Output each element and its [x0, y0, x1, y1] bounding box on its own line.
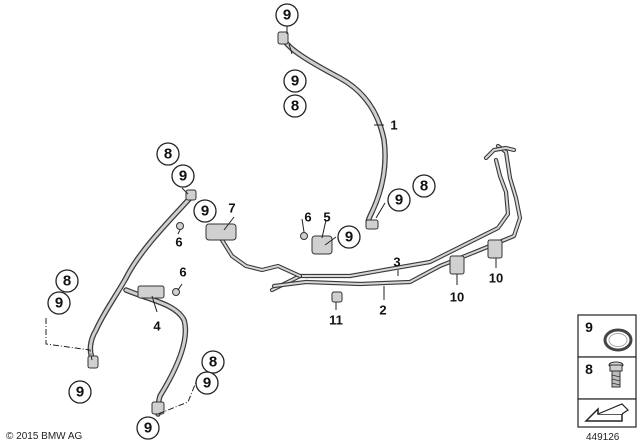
- part-6-screw-lower: [172, 288, 180, 296]
- hose-end-fitting-bottom: [365, 219, 379, 230]
- leader-lines: [45, 26, 497, 415]
- callout-c13: 8: [201, 350, 225, 374]
- callout-c9: 9: [337, 225, 361, 249]
- direction-arrow-icon: [584, 403, 629, 422]
- bracket-part-4: [137, 285, 165, 299]
- label-part-2: 2: [379, 303, 386, 318]
- washer-icon: [603, 328, 633, 352]
- callout-c8: 9: [193, 199, 217, 223]
- label-part-4: 4: [153, 319, 161, 334]
- label-part-10-right: 10: [489, 271, 503, 286]
- document-number: 449126: [586, 432, 620, 443]
- part-10-clip-right: [487, 239, 503, 259]
- label-part-10-left: 10: [450, 290, 464, 305]
- svg-text:9: 9: [291, 73, 299, 90]
- copyright-text: © 2015 BMW AG: [6, 431, 83, 442]
- svg-text:8: 8: [291, 98, 299, 115]
- legend-panel: 9 8: [577, 314, 637, 428]
- part-6-screw-middle: [300, 232, 308, 240]
- part-11-clip: [331, 291, 343, 303]
- fitting-left-end: [87, 355, 99, 369]
- label-part-6-lower: 6: [179, 265, 186, 280]
- svg-text:8: 8: [420, 178, 428, 195]
- svg-text:8: 8: [164, 146, 172, 163]
- label-part-7: 7: [228, 201, 235, 216]
- label-part-6-middle: 6: [304, 210, 311, 225]
- callout-c6: 8: [156, 142, 180, 166]
- callout-c7: 9: [171, 164, 195, 188]
- label-part-3: 3: [393, 255, 400, 270]
- svg-text:9: 9: [55, 295, 63, 312]
- label-part-1: 1: [390, 118, 397, 133]
- svg-text:9: 9: [179, 168, 187, 185]
- svg-text:8: 8: [209, 354, 217, 371]
- hose-end-fitting-top: [277, 31, 289, 45]
- svg-text:8: 8: [63, 273, 71, 290]
- svg-text:9: 9: [201, 203, 209, 220]
- callout-c4: 9: [387, 188, 411, 212]
- label-part-5: 5: [323, 210, 330, 225]
- part-6-screw-upper: [176, 222, 184, 230]
- part-10-clip-left: [449, 255, 465, 275]
- label-part-11: 11: [329, 313, 343, 328]
- callout-c2: 9: [283, 69, 307, 93]
- callout-c3: 8: [283, 94, 307, 118]
- legend-label-9: 9: [585, 319, 593, 335]
- legend-box-8: [577, 356, 637, 400]
- fitting-top-left: [185, 189, 197, 201]
- callout-c14: 9: [195, 371, 219, 395]
- label-part-6-upper: 6: [175, 235, 182, 250]
- callout-c15: 9: [136, 416, 160, 440]
- screw-icon: [608, 361, 624, 388]
- callout-c1: 9: [275, 3, 299, 27]
- svg-text:9: 9: [144, 420, 152, 437]
- callout-c11: 9: [47, 291, 71, 315]
- svg-text:9: 9: [395, 192, 403, 209]
- svg-text:9: 9: [76, 384, 84, 401]
- callout-c5: 8: [412, 174, 436, 198]
- svg-text:9: 9: [203, 375, 211, 392]
- hose-assembly-part-4: [87, 189, 197, 417]
- part-5-block: [311, 235, 333, 255]
- callout-c10: 8: [55, 269, 79, 293]
- callout-c12: 9: [68, 380, 92, 404]
- hose-part-1: [277, 31, 388, 230]
- svg-text:9: 9: [283, 7, 291, 24]
- svg-text:9: 9: [345, 229, 353, 246]
- legend-label-8: 8: [585, 361, 593, 377]
- part-7-block: [205, 223, 237, 241]
